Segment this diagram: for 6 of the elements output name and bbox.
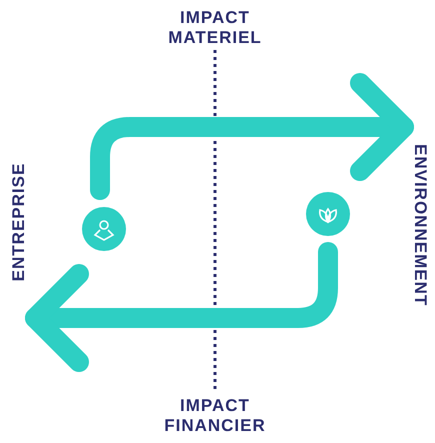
- person-icon: [82, 207, 126, 251]
- side-label: ENVIRONNEMENT: [410, 144, 430, 304]
- leaf-icon: [306, 192, 350, 236]
- axis-label: IMPACT MATERIEL: [145, 8, 285, 48]
- side-label: ENTREPRISE: [9, 152, 29, 292]
- axis-label: IMPACT FINANCIER: [145, 396, 285, 436]
